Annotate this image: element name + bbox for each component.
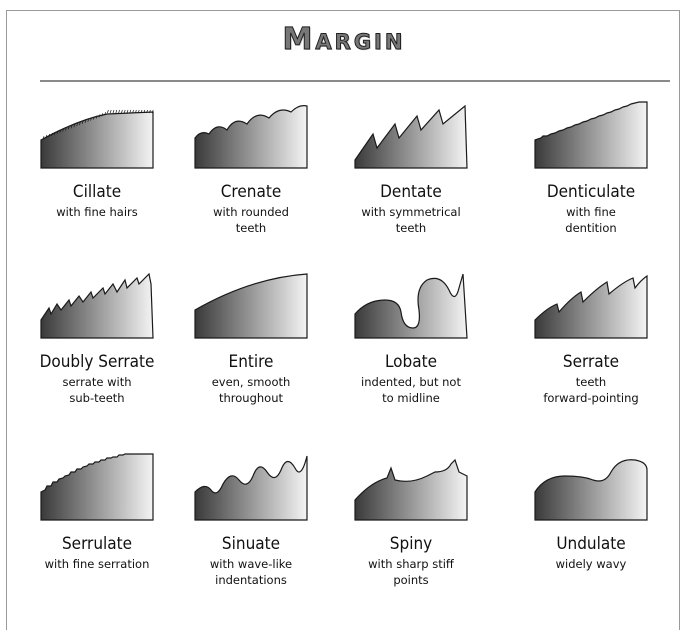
margin-type-name: Sinuate (221, 534, 281, 554)
margin-type-name: Undulate (556, 534, 626, 554)
margin-type-cillate: Cillate with fine hairs (22, 100, 172, 220)
margin-type-name: Doubly Serrate (39, 352, 155, 372)
margin-type-dentate: Dentate with symmetrical teeth (336, 100, 486, 236)
margin-type-name: Serrulate (61, 534, 133, 554)
crenate-margin-icon (194, 105, 308, 169)
serrulate-margin-icon (40, 453, 154, 521)
doubly-serrate-margin-icon (40, 272, 154, 339)
margin-type-doubly-serrate: Doubly Serrate serrate with sub-teeth (22, 270, 172, 406)
serrate-margin-icon (534, 274, 648, 339)
margin-type-description: indented, but not to midline (361, 375, 461, 405)
margin-type-description: teeth forward-pointing (543, 375, 639, 405)
margin-type-spiny: Spiny with sharp stiff points (336, 452, 486, 588)
entire-margin-icon (194, 273, 308, 339)
margin-type-description: with fine dentition (565, 205, 617, 235)
margin-type-name: Serrate (562, 352, 620, 372)
margin-type-description: with sharp stiff points (368, 557, 454, 587)
margin-type-description: even, smooth throughout (211, 375, 291, 405)
margin-type-serrate: Serrate teeth forward-pointing (516, 270, 666, 406)
margin-type-description: with rounded teeth (213, 205, 289, 235)
margin-type-undulate: Undulate widely wavy (516, 452, 666, 572)
margin-type-name: Spiny (389, 534, 433, 554)
margin-type-name: Cillate (72, 182, 122, 202)
margin-type-name: Lobate (384, 352, 438, 372)
cillate-margin-icon (40, 109, 154, 169)
lobate-margin-icon (354, 273, 468, 339)
margin-type-name: Entire (228, 352, 274, 372)
margin-type-denticulate: Denticulate with fine dentition (516, 100, 666, 236)
margin-type-name: Denticulate (546, 182, 636, 202)
margin-type-description: with fine hairs (56, 205, 138, 219)
margin-type-serrulate: Serrulate with fine serration (22, 452, 172, 572)
margin-type-description: with symmetrical teeth (361, 205, 461, 235)
margin-type-description: widely wavy (555, 557, 627, 571)
margin-type-name: Dentate (380, 182, 442, 202)
margin-type-crenate: Crenate with rounded teeth (176, 100, 326, 236)
dentate-margin-icon (354, 104, 468, 169)
margin-type-sinuate: Sinuate with wave-like indentations (176, 452, 326, 588)
page-title: Margin (282, 22, 406, 58)
spiny-margin-icon (354, 458, 468, 521)
margin-type-entire: Entire even, smooth throughout (176, 270, 326, 406)
margin-type-description: with fine serration (44, 557, 150, 571)
figure-frame (6, 10, 680, 630)
margin-type-description: with wave-like indentations (209, 557, 293, 587)
margin-type-lobate: Lobate indented, but not to midline (336, 270, 486, 406)
margin-type-description: serrate with sub-teeth (62, 375, 132, 405)
denticulate-margin-icon (534, 101, 648, 169)
margin-type-name: Crenate (220, 182, 282, 202)
title-divider (40, 80, 670, 82)
sinuate-margin-icon (194, 455, 308, 521)
undulate-margin-icon (534, 459, 648, 521)
